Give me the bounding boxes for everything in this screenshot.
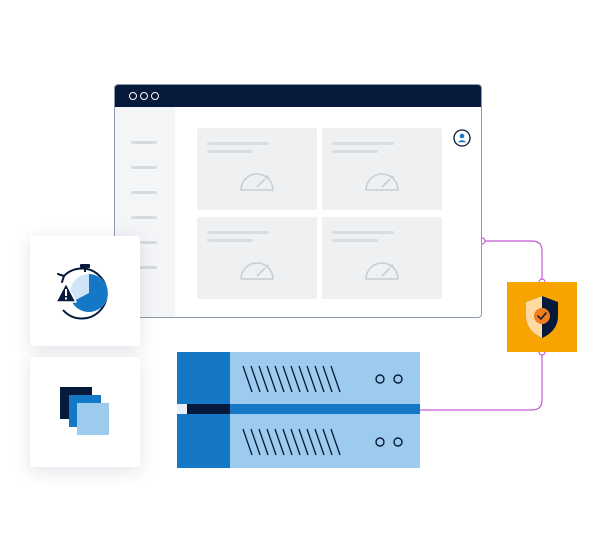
sidebar-item[interactable] [131,141,157,144]
shield-check-icon [526,296,558,338]
timer-tile [30,236,140,346]
security-shield-box [507,282,577,352]
sidebar-item[interactable] [131,191,157,194]
window-dot-icon[interactable] [151,92,159,100]
gauge-icon [240,173,274,191]
server-rack-icon [177,352,420,468]
dashboard-card[interactable] [322,217,442,299]
user-icon[interactable] [453,129,471,147]
sidebar-item[interactable] [131,166,157,169]
dashboard-window [114,84,482,318]
gauge-icon [365,262,399,280]
gauge-icon [365,173,399,191]
dashboard-card[interactable] [197,128,317,210]
stopwatch-warning-icon [55,264,108,320]
dashboard-card[interactable] [197,217,317,299]
layers-tile [30,357,140,467]
window-dot-icon[interactable] [140,92,148,100]
sidebar-item[interactable] [131,241,157,244]
gauge-icon [240,262,274,280]
window-title-bar [115,85,481,107]
window-dot-icon[interactable] [129,92,137,100]
sidebar-item[interactable] [131,216,157,219]
layers-icon [60,387,109,435]
sidebar-item[interactable] [131,266,157,269]
dashboard-card[interactable] [322,128,442,210]
server-rack [177,352,420,468]
